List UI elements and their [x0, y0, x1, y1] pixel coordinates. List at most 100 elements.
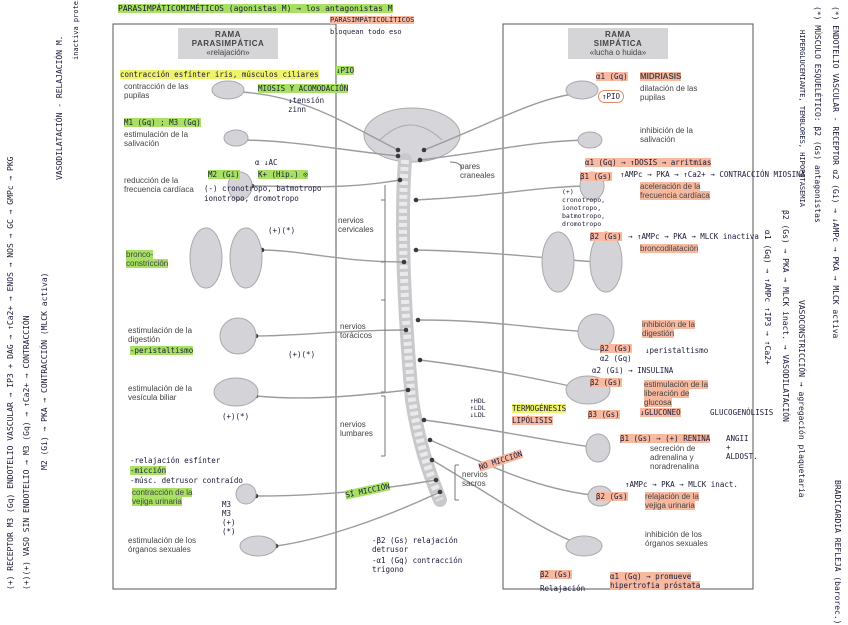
- para-bladder4: contracción de la vejiga urinaria: [132, 488, 193, 506]
- sacral-bracket: [454, 464, 459, 501]
- ganglion-dot-13: [417, 357, 423, 363]
- organ-lung-right-b: [589, 231, 623, 293]
- cervical-bracket: [381, 185, 386, 310]
- nerve-path-1: [239, 139, 399, 157]
- ganglion-dot-5: [405, 387, 411, 393]
- organ-lung-left-a: [189, 227, 223, 289]
- symp-digest-label: inhibición de la digestión: [642, 320, 695, 338]
- organ-lung-right-a: [541, 231, 575, 293]
- organ-heart-left: [227, 171, 253, 201]
- vertebrae: [398, 159, 444, 502]
- symp-digest-rec2: α2 (Gq): [600, 354, 632, 363]
- ganglion-dot-7: [437, 489, 443, 495]
- para-panel-frame: [112, 23, 337, 590]
- ganglion-dot-6: [433, 477, 439, 483]
- right-margin-col5: α1 (Gq) → ↑AMPc ↑IP3 → ↑Ca2+: [763, 230, 772, 365]
- symp-saliva-label: inhibición de la salivación: [640, 126, 693, 144]
- symp-heart-label: aceleración de la frecuencia cardíaca: [640, 182, 710, 200]
- symp-bladder-label: relajación de la vejiga urinaria: [645, 492, 699, 510]
- left-margin-col1b: (+)(+) VASO SIN ENDOTELIO → M3 (Gq) → ↑C…: [22, 315, 31, 590]
- para-digest-label: estimulación de la digestión: [128, 326, 193, 344]
- ganglion-dot-0: [395, 147, 401, 153]
- organ-stomach-right: [577, 313, 615, 351]
- nerve-path-0: [239, 91, 399, 151]
- right-margin-col1: (*) ENDOTELIO VASCULAR - RECEPTOR α2 (Gi…: [831, 6, 840, 339]
- ganglion-dot-2: [397, 177, 403, 183]
- ganglion-dot-3: [401, 259, 407, 265]
- center-lipolisis: LIPÓLISIS: [512, 416, 553, 425]
- symp-pupil-rec: α1 (Gq): [596, 72, 628, 81]
- symp-relajacion: Relajación: [540, 584, 586, 593]
- symp-renin: β1 (Gs) → (+) RENINA: [620, 434, 711, 443]
- organ-gland-right: [577, 131, 603, 149]
- cranial-bracket: [449, 161, 463, 169]
- organ-kidney-right: [585, 433, 611, 463]
- nerve-path-9: [419, 139, 595, 161]
- para-heart-label: reducción de la frecuencia cardíaca: [124, 176, 194, 194]
- para-bladder1: -relajación esfínter: [130, 456, 221, 465]
- para-miosis: MIOSIS Y ACOMODACIÓN: [258, 84, 349, 93]
- left-margin-col1c: M2 (Gi) → PKA → CONTRACCIÓN (MLCK activa…: [40, 272, 49, 470]
- para-pupil-note: contracción esfínter iris, músculos cili…: [120, 70, 319, 79]
- ganglion-dot-9: [417, 157, 423, 163]
- nervios-cervicales: nervios cervicales: [338, 216, 374, 234]
- nerve-path-12: [417, 319, 595, 333]
- organ-gland-left: [223, 129, 249, 147]
- left-margin-col1: (+) RECEPTOR M3 (Gq) ENDOTELIO VASCULAR …: [6, 156, 15, 590]
- organ-uterus-left: [239, 535, 277, 557]
- ganglion-dot-15: [427, 437, 433, 443]
- symp-pio: ↑PIO: [598, 90, 625, 103]
- organ-stomach-left: [219, 317, 257, 355]
- nerve-path-7: [275, 491, 441, 547]
- para-sex-label: estimulación de los órganos sexuales: [128, 536, 197, 554]
- para-pupil-label: contracción de las pupilas: [124, 82, 189, 100]
- nerve-path-2: [251, 179, 401, 188]
- center-relax1: -β2 (Gs) relajación detrusor: [372, 536, 458, 554]
- nerve-path-13: [419, 359, 591, 391]
- para-heart-neg2: ionotropo, dromotropo: [204, 194, 299, 203]
- symp-heart-pos: (+) cronotropo, ionotropo, batmotropo, d…: [562, 188, 606, 228]
- symp-broncho-label: broncodilatación: [640, 244, 699, 253]
- right-margin-col2: (*) MÚSCULO ESQUELÉTICO: β2 (Gs) antagon…: [813, 6, 822, 223]
- organ-bladder-left: [235, 483, 257, 505]
- para-broncho-label: bronco- constricción: [126, 250, 169, 268]
- symp-lung-rec: β2 (Gs): [590, 232, 622, 241]
- symp-gluconeo: ↓GLUCONEO: [640, 408, 681, 417]
- diagram-stage: PARASIMPÁTICOMIMÉTICOS (agonistas M) → l…: [6, 0, 842, 625]
- organ-uterus-right: [565, 535, 603, 557]
- para-saliva-label: estimulación de la salivación: [124, 130, 189, 148]
- para-bladder2: -micción: [130, 466, 167, 475]
- right-margin-col7: BRADICARDIA REFLEJA (barorec.): [833, 480, 842, 625]
- center-termo: TERMOGÉNESIS: [512, 404, 567, 413]
- right-margin-col4: β2 (Gs) → PKA → MLCK inact. → VASODILATA…: [781, 210, 790, 422]
- center-hdl: ↑HDL ↑LDL ↓LDL: [470, 397, 486, 419]
- symp-adrenal-label: secreción de adrenalina y noradrenalina: [650, 444, 699, 471]
- para-saliva-rec: M1 (Gq) ; M3 (Gq): [124, 118, 201, 127]
- symp-header-subtitle: «lucha o huida»: [589, 48, 647, 57]
- pares-craneales: pares craneales: [460, 162, 495, 180]
- symp-glucoge: GLUCOGENÓLISIS: [710, 408, 774, 417]
- nerve-path-14: [423, 419, 599, 449]
- symp-peristal: ↓peristaltismo: [645, 346, 709, 355]
- para-bladder-rec: M3 M3 (+)(*): [222, 500, 236, 536]
- symp-bladder-chain: ↑AMPc → PKA → MLCK inact.: [625, 480, 738, 489]
- symp-header-title1: RAMA: [605, 30, 631, 39]
- nervios-sacros: nervios sacros: [462, 470, 488, 488]
- ganglion-dot-1: [395, 153, 401, 159]
- ganglion-dot-12: [415, 317, 421, 323]
- symp-liver-rec1: α2 (Gi) → INSULINA: [592, 366, 674, 375]
- center-relax2: -α1 (Gq) contracción trígono: [372, 556, 463, 574]
- brain-fold: [379, 124, 443, 141]
- left-margin-col2: VASODILATACIÓN - RELAJACIÓN M.: [55, 35, 64, 181]
- thoracic-bracket: [381, 261, 386, 393]
- nervios-lumbares: nervios lumbares: [340, 420, 373, 438]
- symp-sex-rec: β2 (Gs): [540, 570, 572, 579]
- ganglion-dot-4: [403, 327, 409, 333]
- symp-header-title2: SIMPÁTICA: [593, 39, 643, 48]
- center-b3: β3 (Gs): [588, 410, 620, 419]
- para-gall-label: estimulación de la vesícula biliar: [128, 384, 193, 402]
- symp-digest-rec1: β2 (Gs): [600, 344, 632, 353]
- para-header-subtitle: «relajación»: [206, 48, 250, 57]
- top-note: PARASIMPÁTICOMIMÉTICOS (agonistas M) → l…: [118, 4, 393, 13]
- para-heart-rec: M2 (Gi): [208, 170, 240, 179]
